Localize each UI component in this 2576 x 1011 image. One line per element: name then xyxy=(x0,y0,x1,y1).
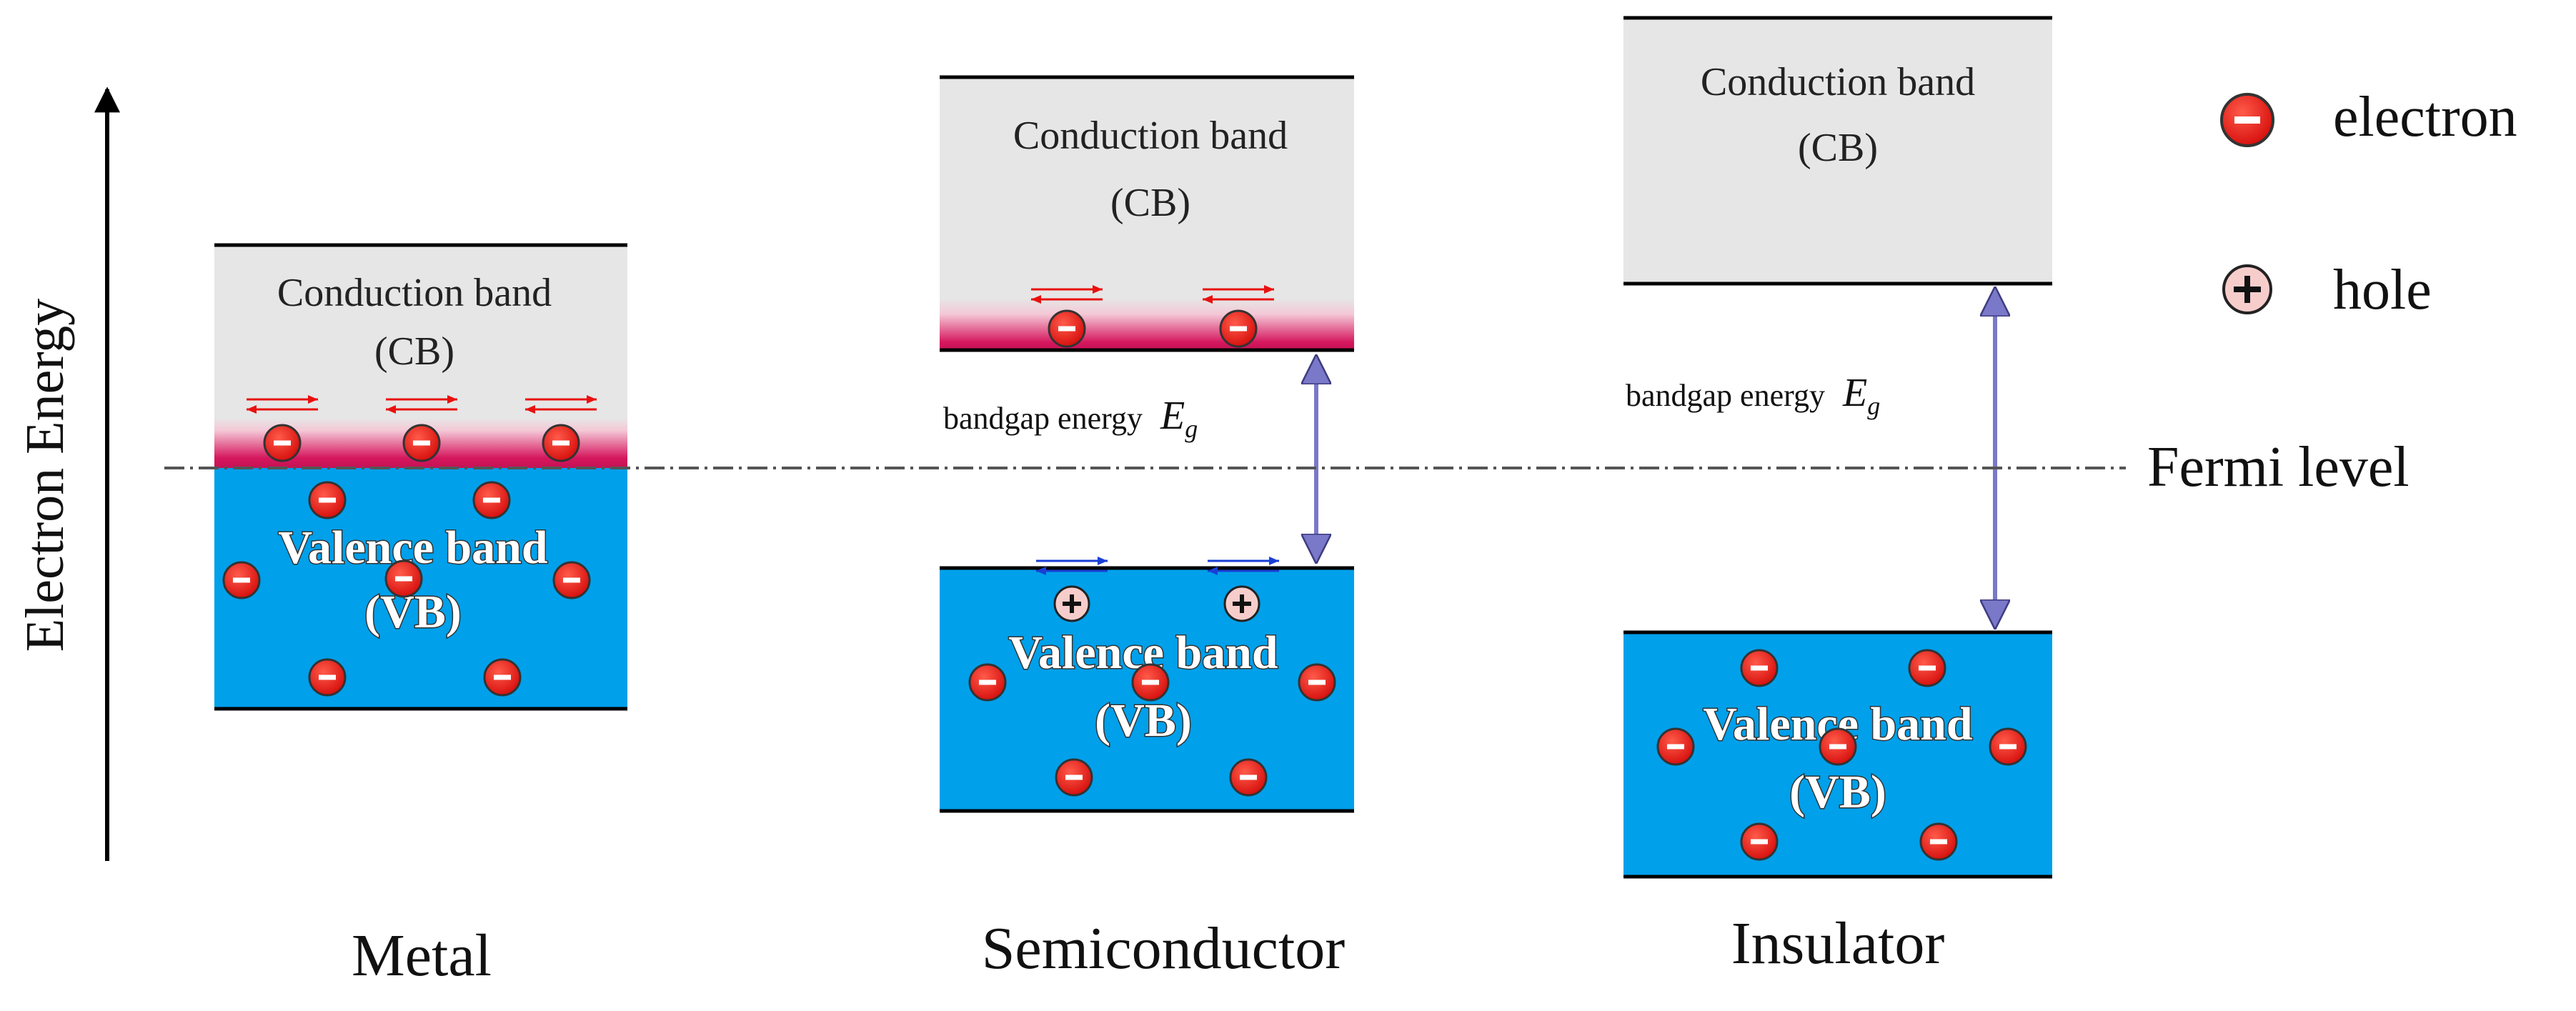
insulator-conduction-band xyxy=(1623,18,2052,284)
electron-icon xyxy=(1919,822,1958,861)
electron-icon xyxy=(308,481,347,519)
electron-icon xyxy=(308,658,347,697)
semiconductor-cb-label-line1: Conduction band xyxy=(1013,114,1288,158)
metal-material-label: Metal xyxy=(352,922,492,989)
metal-vb-label-line2: (VB) xyxy=(364,586,462,638)
semiconductor-bandgap-subscript: g xyxy=(1185,414,1198,443)
electron-icon xyxy=(1819,727,1857,766)
electron-icon xyxy=(222,561,261,599)
semiconductor-bandgap-text: bandgap energy xyxy=(943,401,1143,436)
flow-arrow-icon xyxy=(247,395,318,414)
metal-cb-label-line1: Conduction band xyxy=(277,271,552,315)
insulator-bandgap-symbol: E xyxy=(1842,371,1867,415)
flow-arrow-icon xyxy=(525,395,597,414)
insulator-bandgap-subscript: g xyxy=(1867,392,1880,420)
semiconductor-bandgap-symbol: E xyxy=(1160,394,1185,438)
flow-arrow-icon xyxy=(386,395,457,414)
semiconductor-bandgap-label: bandgap energy Eg xyxy=(943,394,1198,443)
electron-icon xyxy=(472,481,511,519)
flow-arrow-icon xyxy=(1031,285,1103,304)
semiconductor-band-edge-glow xyxy=(940,299,1354,350)
flow-arrow-icon xyxy=(1203,285,1274,304)
electron-icon xyxy=(1989,727,2027,766)
insulator-electrons xyxy=(1656,649,2027,861)
hole-icon xyxy=(1223,585,1260,622)
legend: electron hole xyxy=(2220,86,2517,322)
legend-hole-icon xyxy=(2222,264,2272,314)
semiconductor-cb-label-line2: (CB) xyxy=(1110,181,1190,225)
insulator-bandgap-label: bandgap energy Eg xyxy=(1626,371,1880,420)
semiconductor-electrons xyxy=(968,309,1336,797)
electron-icon xyxy=(1055,758,1093,797)
semiconductor-vb-label-line2: (VB) xyxy=(1095,694,1192,747)
legend-hole-label: hole xyxy=(2333,259,2432,322)
metal-cb-label-line2: (CB) xyxy=(374,329,454,374)
flow-arrow-icon xyxy=(1036,557,1108,575)
electron-icon xyxy=(1048,309,1086,348)
insulator-cb-label-line2: (CB) xyxy=(1798,126,1878,170)
electron-icon xyxy=(1740,649,1779,687)
electron-icon xyxy=(483,658,522,697)
semiconductor-band-group: Conduction band (CB) Valence band (VB) xyxy=(940,75,1354,813)
semiconductor-holes xyxy=(1053,585,1260,622)
legend-electron-label: electron xyxy=(2333,86,2517,149)
insulator-cb-label-line1: Conduction band xyxy=(1701,60,1975,104)
electron-icon xyxy=(1656,727,1695,766)
insulator-material-label: Insulator xyxy=(1731,910,1945,977)
electron-icon xyxy=(384,559,423,598)
electron-icon xyxy=(552,561,591,599)
electron-icon xyxy=(1740,822,1779,861)
electron-icon xyxy=(542,424,580,462)
electron-icon xyxy=(968,663,1007,702)
flow-arrow-icon xyxy=(1208,557,1279,575)
fermi-level-label: Fermi level xyxy=(2147,436,2410,499)
semiconductor-flow-arrows xyxy=(1031,285,1279,575)
electron-icon xyxy=(1219,309,1258,348)
hole-icon xyxy=(1053,585,1090,622)
electron-icon xyxy=(1908,649,1946,687)
metal-electrons xyxy=(222,424,591,697)
insulator-band-group: Conduction band (CB) Valence band (VB) xyxy=(1623,16,2052,879)
energy-axis-label: Electron Energy xyxy=(15,299,75,652)
electron-icon xyxy=(1298,663,1336,702)
metal-band-group: Conduction band (CB) Valence band (VB) xyxy=(214,243,627,711)
semiconductor-material-label: Semiconductor xyxy=(982,915,1346,982)
insulator-vb-label-line2: (VB) xyxy=(1789,766,1886,818)
electron-icon xyxy=(1131,663,1170,702)
metal-electron-flow-arrows xyxy=(247,395,597,414)
legend-electron-icon xyxy=(2220,93,2274,147)
electron-icon xyxy=(402,424,441,462)
electron-icon xyxy=(263,424,302,462)
electron-icon xyxy=(1229,758,1268,797)
insulator-bandgap-text: bandgap energy xyxy=(1626,378,1825,413)
